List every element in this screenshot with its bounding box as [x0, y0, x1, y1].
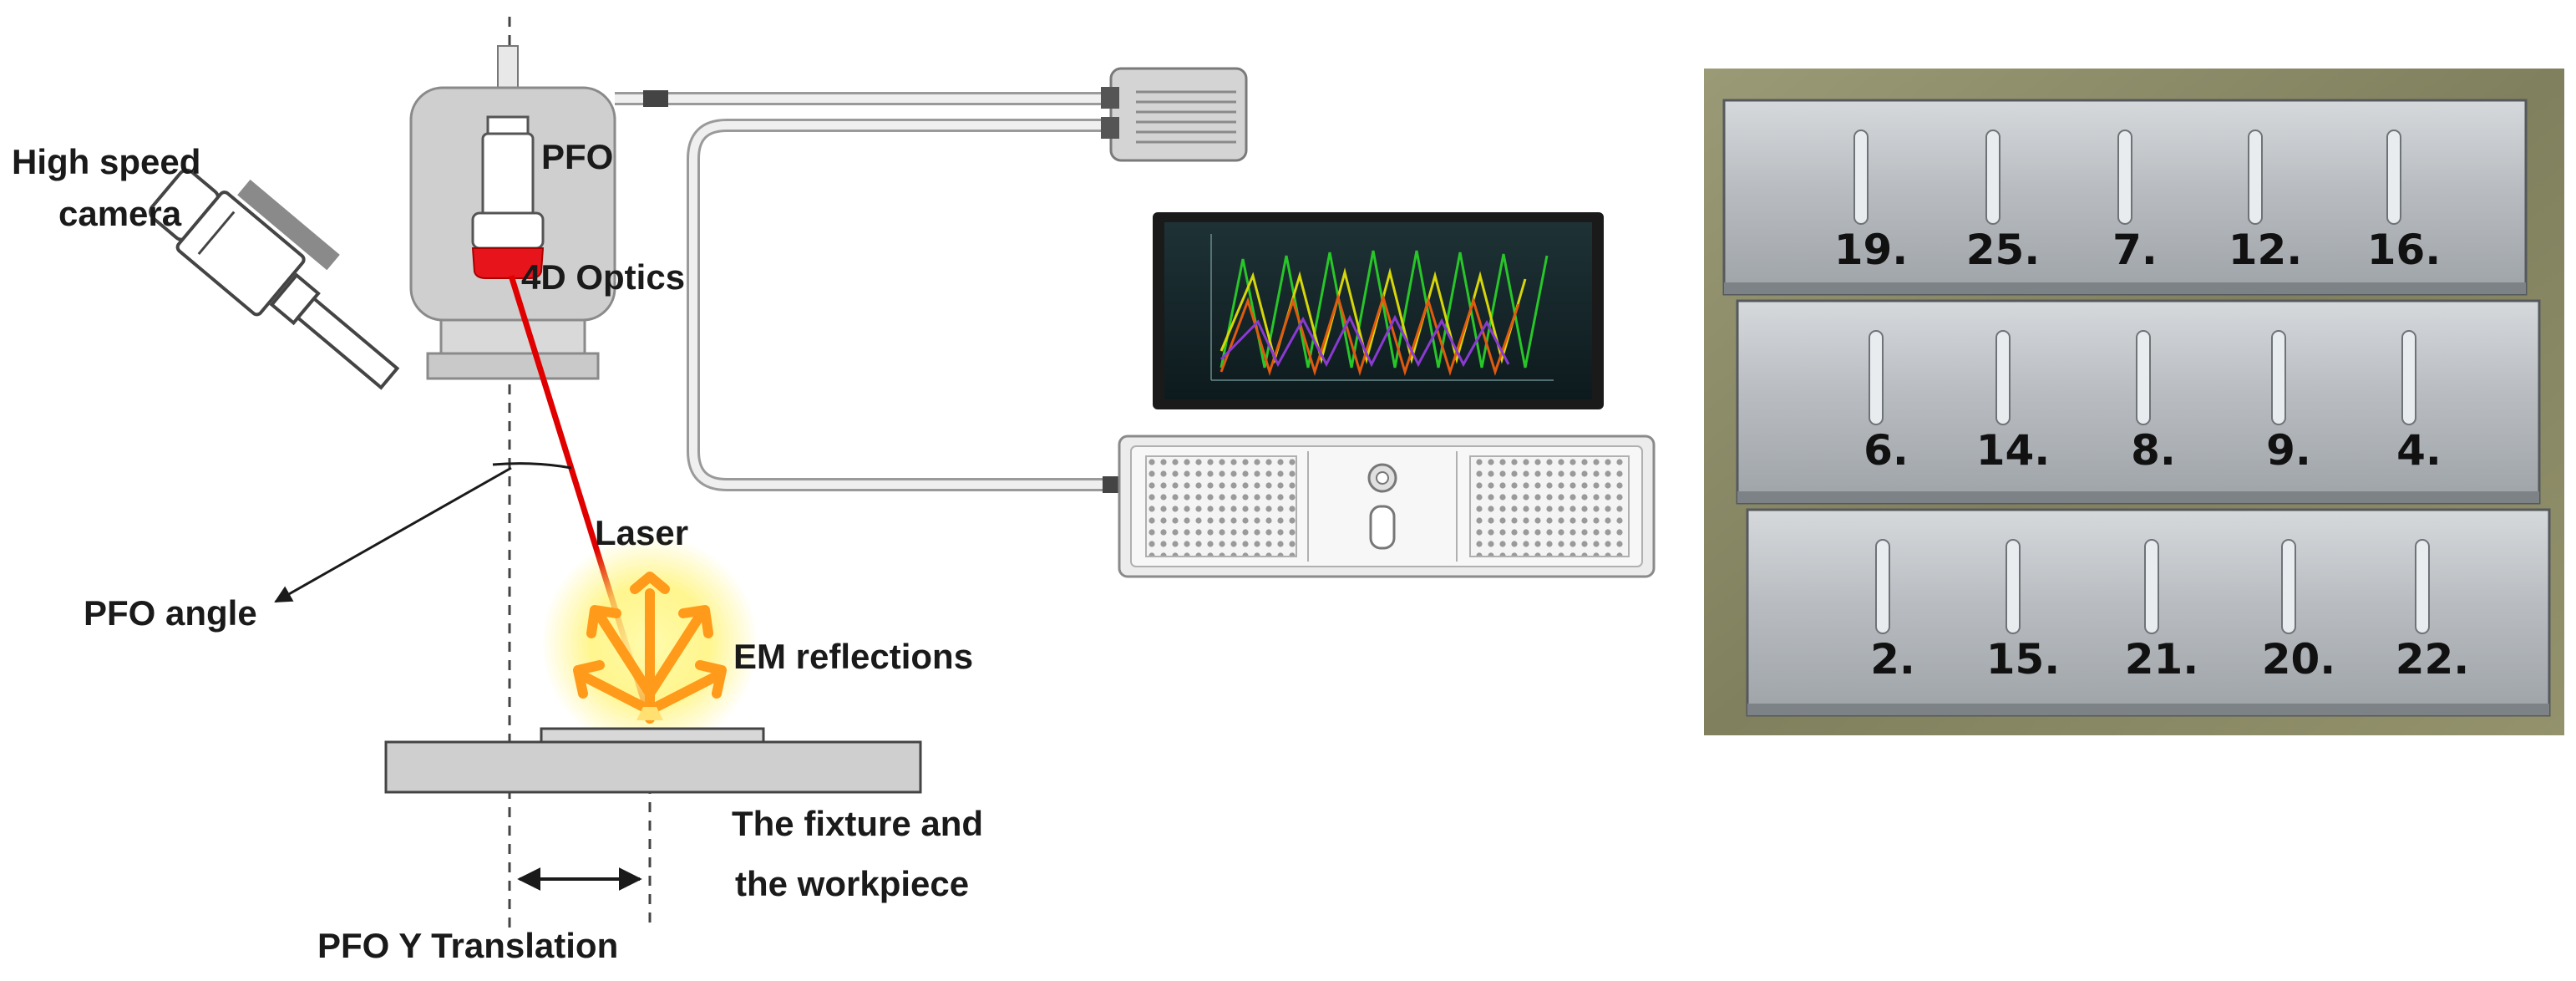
- weld-bead: [2281, 539, 2296, 634]
- sample-number-label: 8.: [2131, 426, 2176, 475]
- workpiece: [540, 727, 765, 744]
- sample-number-label: 25.: [1966, 226, 2041, 274]
- sample-number-label: 21.: [2125, 635, 2199, 684]
- sample-number-label: 9.: [2266, 426, 2311, 475]
- sample-number-label: 20.: [2262, 635, 2336, 684]
- pfo-angle-arc: [492, 462, 572, 470]
- camera-label-line2: camera: [58, 194, 182, 233]
- sample-number-label: 12.: [2229, 226, 2303, 274]
- sample-photo: 19. 25. 7. 12. 16. 6. 14. 8. 9. 4. 2. 15. 21. 20. 22.: [1704, 69, 2564, 735]
- sample-number-label: 16.: [2367, 226, 2442, 274]
- weld-bead: [2006, 539, 2021, 634]
- camera-label-line1: High speed: [12, 142, 200, 181]
- plate-edge: [1747, 704, 2549, 715]
- weld-bead: [2401, 330, 2416, 425]
- pfo-angle-arrow: [274, 466, 512, 603]
- pfo-label: PFO: [541, 137, 613, 176]
- sample-number-label: 6.: [1864, 426, 1909, 475]
- fixture: [384, 740, 922, 794]
- plate-edge: [1737, 491, 2539, 503]
- explosion-icon: [541, 535, 758, 752]
- signal-cables: [615, 92, 1119, 491]
- weld-bead: [2415, 539, 2430, 634]
- sample-number-label: 7.: [2112, 226, 2158, 274]
- weld-bead: [1869, 330, 1884, 425]
- weld-bead: [1995, 330, 2011, 425]
- weld-bead: [2386, 130, 2401, 225]
- weld-bead: [2144, 539, 2159, 634]
- weld-bead: [1985, 130, 2000, 225]
- weld-bead: [1853, 130, 1869, 225]
- cable-plug: [1103, 476, 1123, 493]
- laser-label: Laser: [595, 513, 688, 552]
- pfo-angle-label: PFO angle: [84, 593, 257, 633]
- computer-tower-icon: [1118, 435, 1656, 578]
- optics-label: 4D Optics: [521, 257, 685, 297]
- plate-edge: [1724, 282, 2526, 294]
- monitor-icon: [1153, 212, 1604, 409]
- weld-bead: [2271, 330, 2286, 425]
- fixture-label-line1: The fixture and: [732, 804, 983, 843]
- weld-bead: [2117, 130, 2132, 225]
- sample-number-label: 15.: [1986, 635, 2061, 684]
- camera-icon: [149, 168, 400, 390]
- weld-bead: [1875, 539, 1890, 634]
- sample-number-label: 4.: [2396, 426, 2442, 475]
- sample-number-label: 14.: [1976, 426, 2051, 475]
- fixture-label-line2: the workpiece: [735, 864, 969, 903]
- pfo-head-icon: [409, 86, 616, 380]
- weld-bead: [2248, 130, 2263, 225]
- translation-label: PFO Y Translation: [317, 926, 618, 965]
- em-reflections-label: EM reflections: [733, 637, 973, 676]
- cable-plug: [643, 90, 668, 107]
- sample-number-label: 19.: [1834, 226, 1909, 274]
- sample-number-label: 2.: [1870, 635, 1915, 684]
- weld-bead: [2136, 330, 2151, 425]
- sample-number-label: 22.: [2396, 635, 2470, 684]
- connector-box-icon: [1101, 67, 1248, 162]
